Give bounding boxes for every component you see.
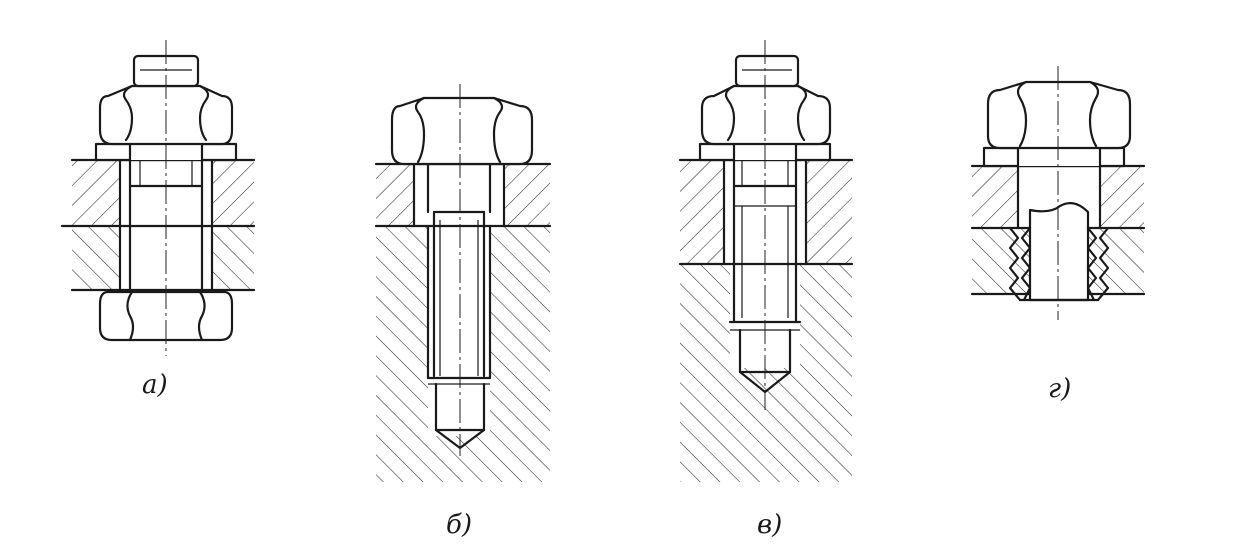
figure-g-label: г) bbox=[1048, 374, 1072, 404]
figure-g-threaded-screw bbox=[970, 66, 1146, 320]
figure-v-label: в) bbox=[757, 510, 783, 540]
figure-v-stud bbox=[678, 40, 854, 482]
figure-b-label: б) bbox=[446, 510, 473, 540]
figure-a-through-bolt bbox=[60, 40, 256, 356]
figure-b-cap-screw bbox=[374, 84, 552, 482]
figure-a-label: а) bbox=[142, 370, 168, 400]
